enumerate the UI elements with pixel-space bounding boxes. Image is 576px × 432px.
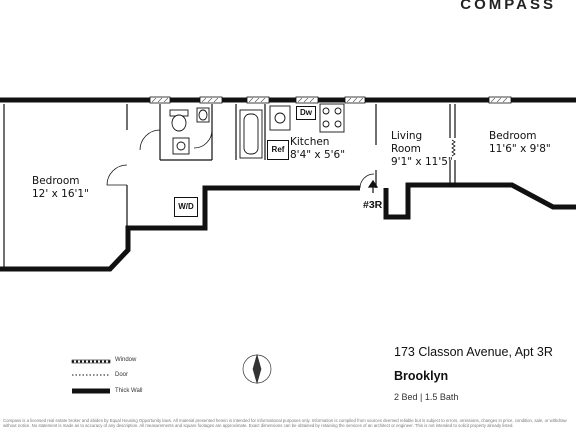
north-arrow-icon bbox=[242, 353, 272, 385]
toilet-icon bbox=[171, 114, 187, 132]
room-name: Room bbox=[391, 143, 421, 155]
room-bedroom-left: Bedroom 12' x 16'1" bbox=[32, 175, 89, 201]
room-name: Kitchen bbox=[290, 136, 330, 148]
fixtures bbox=[169, 103, 345, 159]
unit-label: #3R bbox=[363, 199, 383, 211]
refrigerator-label: Ref bbox=[267, 140, 289, 160]
zigzag bbox=[451, 139, 456, 157]
brand-logo: COMPASS bbox=[460, 0, 556, 13]
room-bedroom-right: Bedroom 11'6" x 9'8" bbox=[489, 130, 551, 156]
room-kitchen: Kitchen 8'4" x 5'6" bbox=[290, 136, 345, 162]
legend-door: Door bbox=[115, 372, 129, 378]
thick-walls bbox=[0, 97, 576, 272]
dishwasher-label: Dw bbox=[296, 106, 316, 120]
doors bbox=[106, 129, 456, 189]
bottom-wall-right bbox=[383, 182, 576, 220]
door-swing bbox=[139, 129, 161, 151]
room-name: Living bbox=[391, 130, 423, 142]
room-name: Bedroom bbox=[32, 175, 80, 187]
washer-dryer-label: W/D bbox=[174, 197, 198, 217]
window-hatching bbox=[151, 97, 508, 103]
legend-window: Window bbox=[115, 357, 137, 363]
door-swing bbox=[193, 129, 213, 149]
window bbox=[199, 96, 223, 104]
legend-icons bbox=[71, 359, 111, 394]
legend-thick-wall: Thick Wall bbox=[115, 388, 143, 394]
legal-disclaimer: Compass is a licensed real estate broker… bbox=[3, 418, 567, 428]
room-name: Bedroom bbox=[489, 130, 537, 142]
door-swing bbox=[106, 164, 128, 186]
window bbox=[246, 96, 270, 104]
listing-address: 173 Classon Avenue, Apt 3R bbox=[394, 345, 553, 359]
bottom-wall-left bbox=[0, 185, 360, 272]
listing-beds-baths: 2 Bed | 1.5 Bath bbox=[394, 392, 459, 402]
door-swing bbox=[359, 173, 375, 189]
entry-arrow-icon bbox=[367, 179, 379, 193]
stove-icon bbox=[319, 103, 345, 133]
window bbox=[488, 96, 512, 104]
window bbox=[295, 96, 319, 104]
room-dims: 8'4" x 5'6" bbox=[290, 149, 346, 161]
room-dims: 11'6" x 9'8" bbox=[489, 143, 551, 155]
listing-city: Brooklyn bbox=[394, 369, 449, 383]
room-living: Living Room 9'1" x 11'5" bbox=[391, 130, 453, 169]
room-dims: 9'1" x 11'5" bbox=[391, 156, 453, 168]
interior-walls bbox=[3, 104, 456, 267]
room-dims: 12' x 16'1" bbox=[32, 188, 89, 200]
